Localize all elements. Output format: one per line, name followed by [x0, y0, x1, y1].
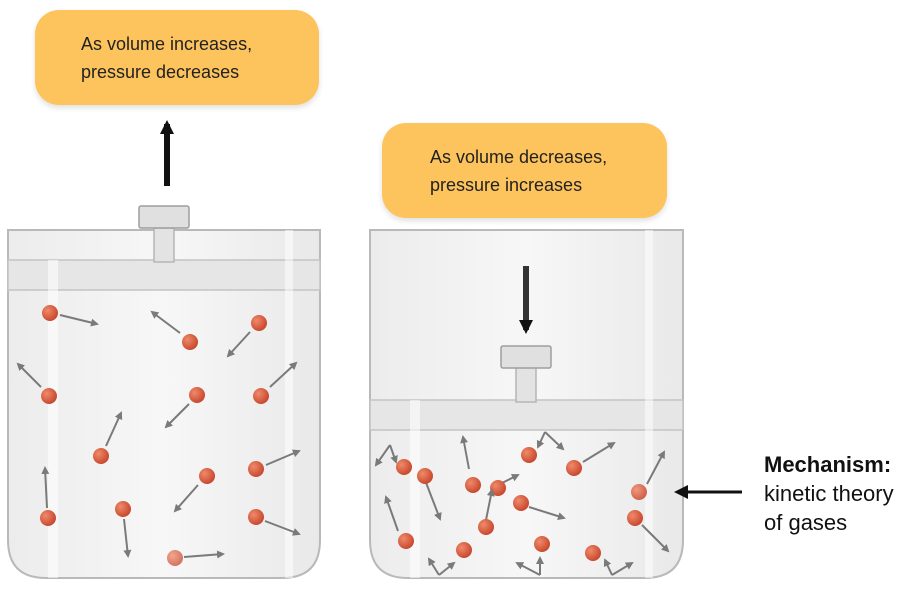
container-left	[7, 205, 321, 579]
velocity-arrow-icon	[183, 550, 225, 559]
velocity-arrow-icon	[105, 411, 123, 447]
gas-particle	[40, 510, 56, 526]
gas-particle	[167, 550, 183, 566]
callout-volume-decreases: As volume decreases, pressure increases	[382, 123, 667, 218]
piston-rod-left	[153, 227, 175, 263]
gas-particle	[513, 495, 529, 511]
velocity-arrow-icon	[389, 444, 398, 464]
mechanism-title: Mechanism:	[764, 452, 892, 477]
gas-particle	[627, 510, 643, 526]
piston-plate-right	[369, 399, 684, 431]
particles-left	[16, 305, 301, 566]
gas-particle	[465, 477, 481, 493]
velocity-arrow-icon	[611, 561, 634, 576]
gas-particle	[253, 388, 269, 404]
velocity-arrow-icon	[536, 431, 546, 449]
velocity-arrow-icon	[424, 479, 442, 521]
velocity-arrow-icon	[646, 450, 665, 485]
gas-particle	[631, 484, 647, 500]
gas-particle	[456, 542, 472, 558]
callout-left-line1: As volume increases,	[81, 33, 253, 54]
callout-right-line1: As volume decreases,	[430, 146, 608, 167]
mechanism-label: Mechanism: kinetic theory of gases	[764, 450, 894, 537]
velocity-arrow-icon	[264, 520, 301, 536]
piston-handle-right	[500, 345, 552, 369]
velocity-arrow-icon	[603, 558, 613, 576]
velocity-arrow-icon	[582, 441, 616, 463]
gas-particle	[398, 533, 414, 549]
velocity-arrow-icon	[164, 403, 190, 429]
gas-particle	[115, 501, 131, 517]
gas-particle	[566, 460, 582, 476]
gas-particle	[248, 461, 264, 477]
velocity-arrow-icon	[485, 488, 495, 521]
gas-particle	[251, 315, 267, 331]
gas-particle	[478, 519, 494, 535]
gas-particle	[585, 545, 601, 561]
velocity-arrow-icon	[544, 431, 565, 451]
gas-particle	[93, 448, 109, 464]
velocity-arrow-icon	[123, 518, 132, 558]
velocity-arrow-icon	[150, 310, 181, 334]
container-right	[369, 229, 684, 579]
gas-particle	[182, 334, 198, 350]
velocity-arrow-icon	[427, 557, 440, 576]
velocity-arrow-icon	[374, 444, 391, 467]
velocity-arrow-icon	[173, 484, 199, 513]
gas-particle	[199, 468, 215, 484]
velocity-arrow-icon	[515, 562, 541, 576]
gas-particle	[521, 447, 537, 463]
callout-right-line2: pressure increases	[430, 174, 583, 195]
velocity-arrow-icon	[226, 331, 251, 358]
velocity-arrow-icon	[528, 506, 566, 521]
velocity-arrow-icon	[265, 449, 301, 466]
gas-particle	[248, 509, 264, 525]
velocity-arrow-icon	[59, 314, 99, 327]
velocity-arrow-icon	[641, 524, 670, 553]
piston-plate-left	[7, 259, 321, 291]
gas-particle	[189, 387, 205, 403]
gas-particle	[417, 468, 433, 484]
velocity-arrow-icon	[460, 435, 470, 470]
mechanism-line1: kinetic theory	[764, 481, 894, 506]
velocity-arrow-icon	[384, 495, 399, 532]
mechanism-line2: of gases	[764, 510, 848, 535]
callout-volume-increases: As volume increases, pressure decreases	[35, 10, 319, 105]
callout-left-line2: pressure decreases	[81, 61, 240, 82]
velocity-arrow-icon	[269, 361, 298, 388]
piston-rod-right	[515, 365, 537, 403]
velocity-arrow-icon	[41, 466, 50, 509]
gas-particle	[396, 459, 412, 475]
gas-particle	[42, 305, 58, 321]
gas-particle	[41, 388, 57, 404]
velocity-arrow-icon	[16, 362, 42, 388]
velocity-arrow-icon	[438, 561, 456, 576]
gas-particle	[534, 536, 550, 552]
gas-particle	[490, 480, 506, 496]
piston-handle-left	[138, 205, 190, 229]
particles-right	[374, 431, 670, 576]
